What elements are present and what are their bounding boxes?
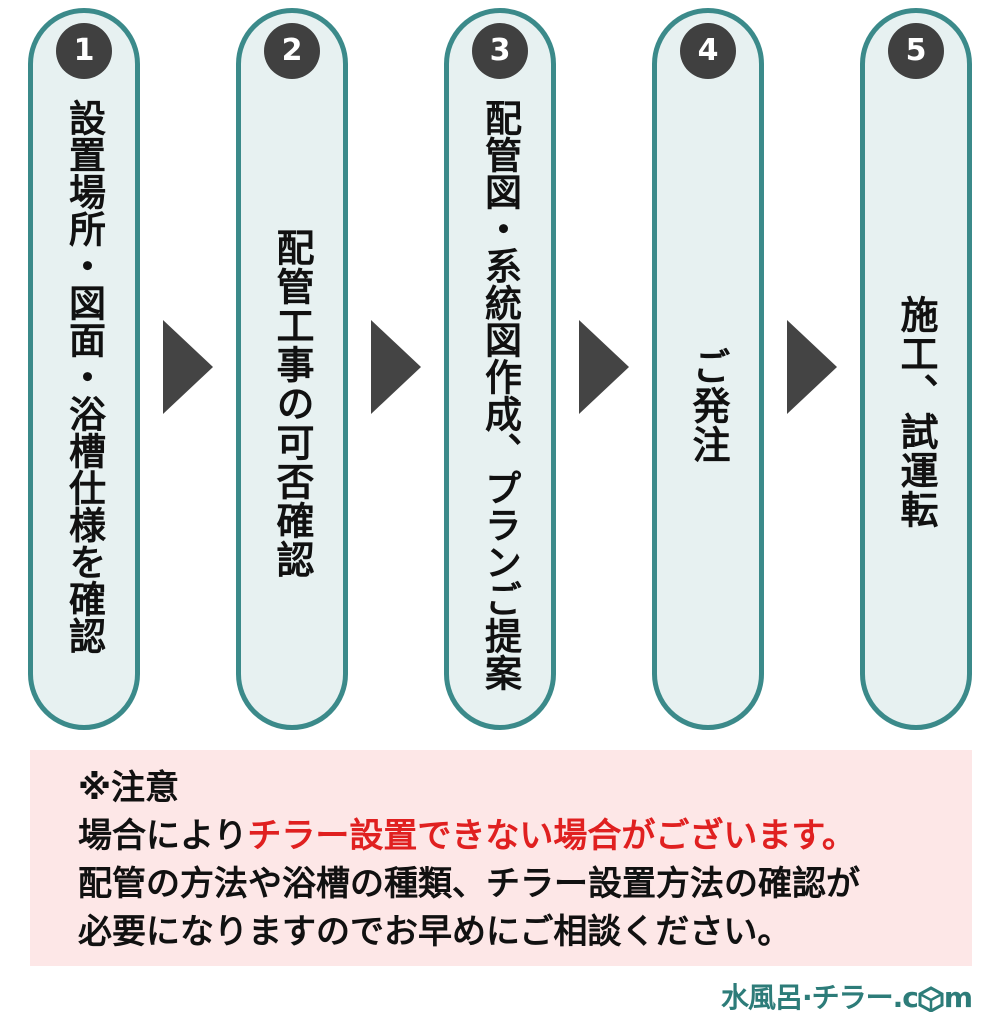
note-line-3: 必要になりますのでお早めにご相談ください。 — [78, 912, 792, 952]
arrow-right-icon — [371, 320, 421, 414]
step-label: 配管工事の可否確認 — [270, 228, 314, 579]
step-label: 配管図・系統図作成、プランご提案 — [478, 99, 522, 691]
step-2: 2 配管工事の可否確認 — [236, 8, 348, 730]
step-3: 3 配管図・系統図作成、プランご提案 — [444, 8, 556, 730]
caution-note: ※注意 場合によりチラー設置できない場合がございます。 配管の方法や浴槽の種類、… — [30, 750, 972, 966]
note-line-2: 配管の方法や浴槽の種類、チラー設置方法の確認が — [78, 864, 860, 904]
step-number-badge: 1 — [56, 23, 112, 79]
cube-icon — [918, 986, 944, 1012]
step-number-badge: 5 — [888, 23, 944, 79]
site-logo: 水風呂·チラー.c m — [720, 976, 973, 1016]
arrow-right-icon — [579, 320, 629, 414]
step-label: 施工、試運転 — [894, 295, 938, 529]
step-1: 1 設置場所・図面・浴槽仕様を確認 — [28, 8, 140, 730]
note-line-1-prefix: 場合により — [78, 816, 248, 856]
note-line-1: 場合によりチラー設置できない場合がございます。 — [78, 816, 856, 857]
step-5: 5 施工、試運転 — [860, 8, 972, 730]
note-heading: ※注意 — [78, 768, 180, 808]
step-4: 4 ご発注 — [652, 8, 764, 730]
step-label: 設置場所・図面・浴槽仕様を確認 — [62, 99, 106, 654]
step-number-badge: 4 — [680, 23, 736, 79]
note-highlight: チラー設置できない場合がございます。 — [247, 816, 856, 856]
step-number-badge: 2 — [264, 23, 320, 79]
step-label: ご発注 — [686, 347, 730, 464]
logo-text-end: m — [943, 981, 973, 1014]
arrow-right-icon — [163, 320, 213, 414]
step-number-badge: 3 — [472, 23, 528, 79]
arrow-right-icon — [787, 320, 837, 414]
logo-text: 水風呂·チラー.c — [720, 981, 919, 1014]
